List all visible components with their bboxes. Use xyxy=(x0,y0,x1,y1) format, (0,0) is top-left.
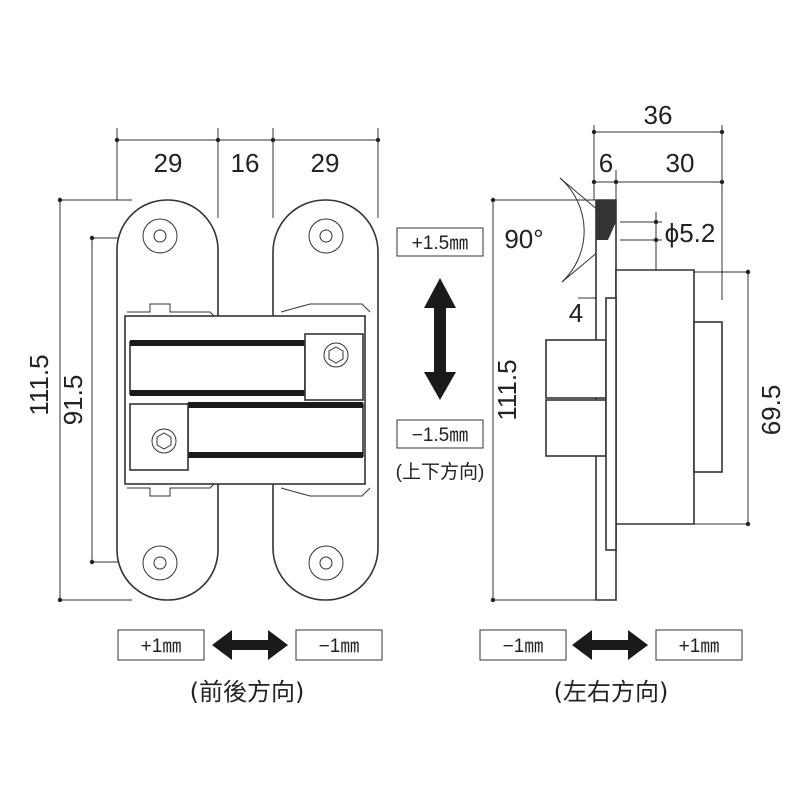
front-view: 29 16 29 111.5 91.5 xyxy=(24,128,383,706)
front-plus-box xyxy=(117,629,205,661)
dim-countersink-angle: 90° xyxy=(504,224,543,254)
side-view: 36 6 30 90° ϕ5.2 4 111.5 xyxy=(479,100,786,706)
dim-overall-depth: 36 xyxy=(644,100,673,130)
double-arrow-horizontal-icon xyxy=(212,630,288,660)
side-plus-label: +1㎜ xyxy=(679,636,720,657)
side-minus-label: −1㎜ xyxy=(503,636,544,657)
side-total-height-lines xyxy=(492,199,596,601)
vertical-minus-label: −1.5㎜ xyxy=(412,425,469,446)
dim-left-width: 29 xyxy=(154,148,183,178)
front-minus-label: −1㎜ xyxy=(319,636,360,657)
dim-side-total-height: 111.5 xyxy=(492,359,522,420)
double-arrow-horizontal-icon xyxy=(572,630,648,660)
dim-hole-diameter: ϕ5.2 xyxy=(665,218,716,248)
dim-right-width: 29 xyxy=(311,148,340,178)
hinge-mechanism xyxy=(124,315,366,485)
dim-front-total-height: 111.5 xyxy=(24,354,54,415)
dim-flange-offset: 4 xyxy=(569,298,583,328)
front-plus-label: +1㎜ xyxy=(141,636,182,657)
dim-gap-width: 16 xyxy=(231,148,260,178)
vertical-minus-box xyxy=(396,419,484,449)
front-direction-caption: (前後方向) xyxy=(190,678,305,706)
angle-arc xyxy=(559,177,585,283)
adjust-screw-upper-icon xyxy=(323,342,349,368)
side-direction-caption: (左右方向) xyxy=(554,678,669,706)
side-body-height-lines xyxy=(694,271,749,525)
dim-side-body-height: 69.5 xyxy=(756,385,786,436)
vertical-adjust: +1.5㎜ −1.5㎜ (上下方向) xyxy=(396,227,485,483)
dim-hole-pitch: 91.5 xyxy=(58,375,88,426)
adjust-screw-lower-icon xyxy=(151,428,177,454)
dim-flange-depth: 6 xyxy=(599,148,613,178)
front-width-dimension-lines xyxy=(116,128,379,218)
side-plus-box xyxy=(655,629,743,661)
dim-body-depth: 30 xyxy=(666,148,695,178)
front-minus-box xyxy=(295,629,383,661)
vertical-direction-caption: (上下方向) xyxy=(396,461,485,483)
vertical-plus-box xyxy=(396,227,484,257)
vertical-plus-label: +1.5㎜ xyxy=(412,233,469,254)
double-arrow-vertical-icon xyxy=(424,278,456,400)
hinge-side-profile xyxy=(545,199,723,601)
side-minus-box xyxy=(479,629,567,661)
